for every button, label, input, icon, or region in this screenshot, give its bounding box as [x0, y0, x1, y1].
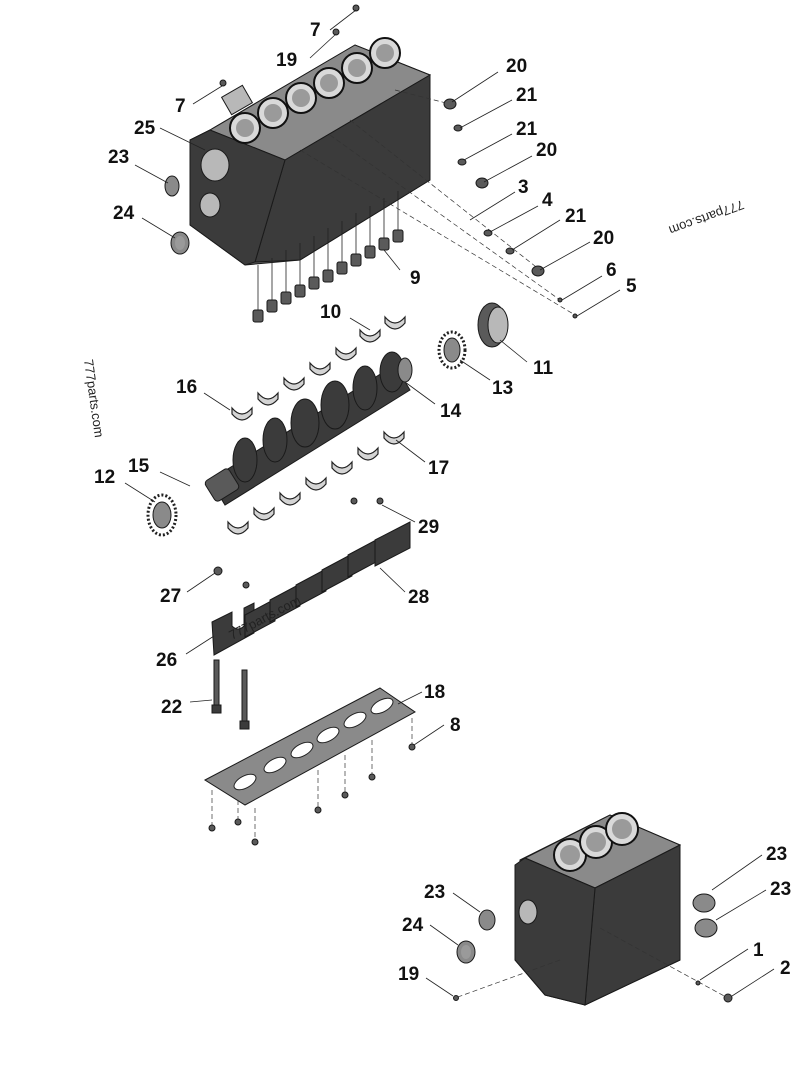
callout-label: 23	[108, 147, 129, 168]
cap-bolts	[211, 659, 250, 730]
callout-label: 29	[418, 517, 439, 538]
front-gear-12	[146, 493, 178, 537]
callout-label: 24	[113, 203, 135, 224]
callout-label: 24	[402, 915, 424, 936]
callout-label: 13	[492, 378, 513, 399]
callout-label: 6	[606, 260, 617, 281]
callout-label: 5	[626, 276, 637, 297]
callout-label: 18	[424, 682, 445, 703]
callout-label: 17	[428, 458, 449, 479]
callout-label: 22	[161, 697, 182, 718]
timing-gear-13	[437, 330, 467, 370]
callout-label: 20	[536, 140, 557, 161]
callout-label: 11	[533, 358, 554, 379]
engine-block-4cyl	[453, 812, 733, 1006]
rear-seals-upper	[164, 175, 190, 255]
callout-label: 15	[128, 456, 150, 477]
callout-label: 3	[518, 177, 529, 198]
callout-label: 21	[565, 206, 587, 227]
callout-label: 28	[408, 587, 429, 608]
callout-label: 26	[156, 650, 177, 671]
callout-label: 20	[506, 56, 527, 77]
callout-label: 21	[516, 119, 538, 140]
crankshaft-gear-11	[477, 302, 509, 348]
callout-labels: 7 19 20 7 21 25 21 20 23 3 4 24 21 20 6 …	[94, 20, 791, 985]
callout-label: 7	[175, 96, 186, 117]
callout-label: 21	[516, 85, 538, 106]
callout-label: 23	[770, 879, 791, 900]
callout-label: 12	[94, 467, 115, 488]
watermark-text: 777parts.com	[226, 592, 303, 642]
main-bearing-caps	[211, 497, 411, 656]
crankshaft	[204, 351, 413, 506]
callout-label: 19	[398, 964, 419, 985]
stiffener-plate	[203, 687, 416, 846]
main-bearing-bolts	[252, 191, 404, 323]
callout-label: 20	[593, 228, 614, 249]
callout-label: 7	[310, 20, 321, 41]
leader-lines	[124, 9, 775, 997]
callout-label: 23	[424, 882, 445, 903]
callout-label: 2	[780, 958, 791, 979]
callout-label: 8	[450, 715, 461, 736]
watermarks: 777parts.com 777parts.com 777parts.com	[81, 197, 746, 642]
callout-label: 9	[410, 268, 421, 289]
callout-label: 4	[542, 190, 553, 211]
callout-label: 19	[276, 50, 297, 71]
lower-main-bearing-shells	[227, 430, 405, 535]
callout-label: 1	[753, 940, 764, 961]
upper-main-bearing-shells	[231, 315, 406, 421]
callout-label: 27	[160, 586, 181, 607]
callout-label: 25	[134, 118, 156, 139]
watermark-text: 777parts.com	[667, 197, 746, 238]
callout-label: 10	[320, 302, 341, 323]
callout-label: 16	[176, 377, 197, 398]
watermark-text: 777parts.com	[81, 358, 107, 438]
expansion-plugs	[219, 4, 578, 319]
callout-label: 23	[766, 844, 787, 865]
callout-label: 14	[440, 401, 462, 422]
